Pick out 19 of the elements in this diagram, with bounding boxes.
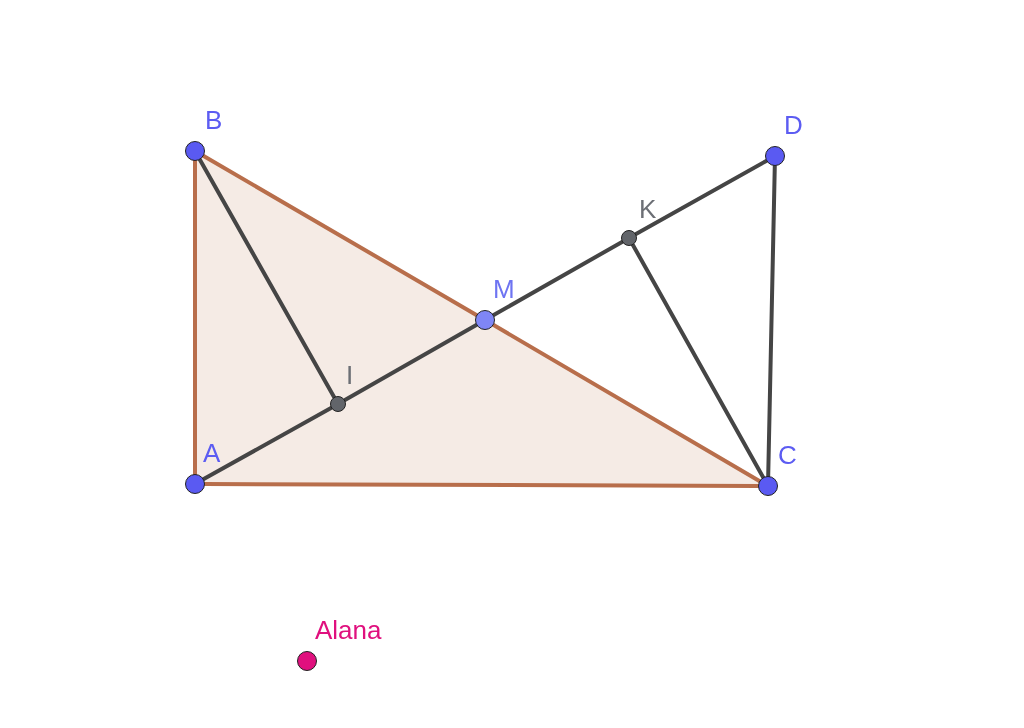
line-segment [193,159,197,476]
line-segment [201,405,333,482]
point-label: D [784,112,803,138]
line-segment [491,239,625,318]
line-segment [634,158,769,237]
point-label: Alana [315,617,382,643]
point-label: B [205,107,223,133]
line-segment [491,323,762,483]
line-segment [342,322,479,403]
line-segment [766,164,777,478]
point-label: C [778,442,797,468]
line-segment [203,482,760,488]
point-label: M [493,276,515,302]
point-label: I [346,362,354,388]
line-segment [201,154,479,317]
point-label: K [639,196,657,222]
line-segment [197,157,337,400]
point-label: A [203,440,221,466]
line-segment [630,243,766,480]
